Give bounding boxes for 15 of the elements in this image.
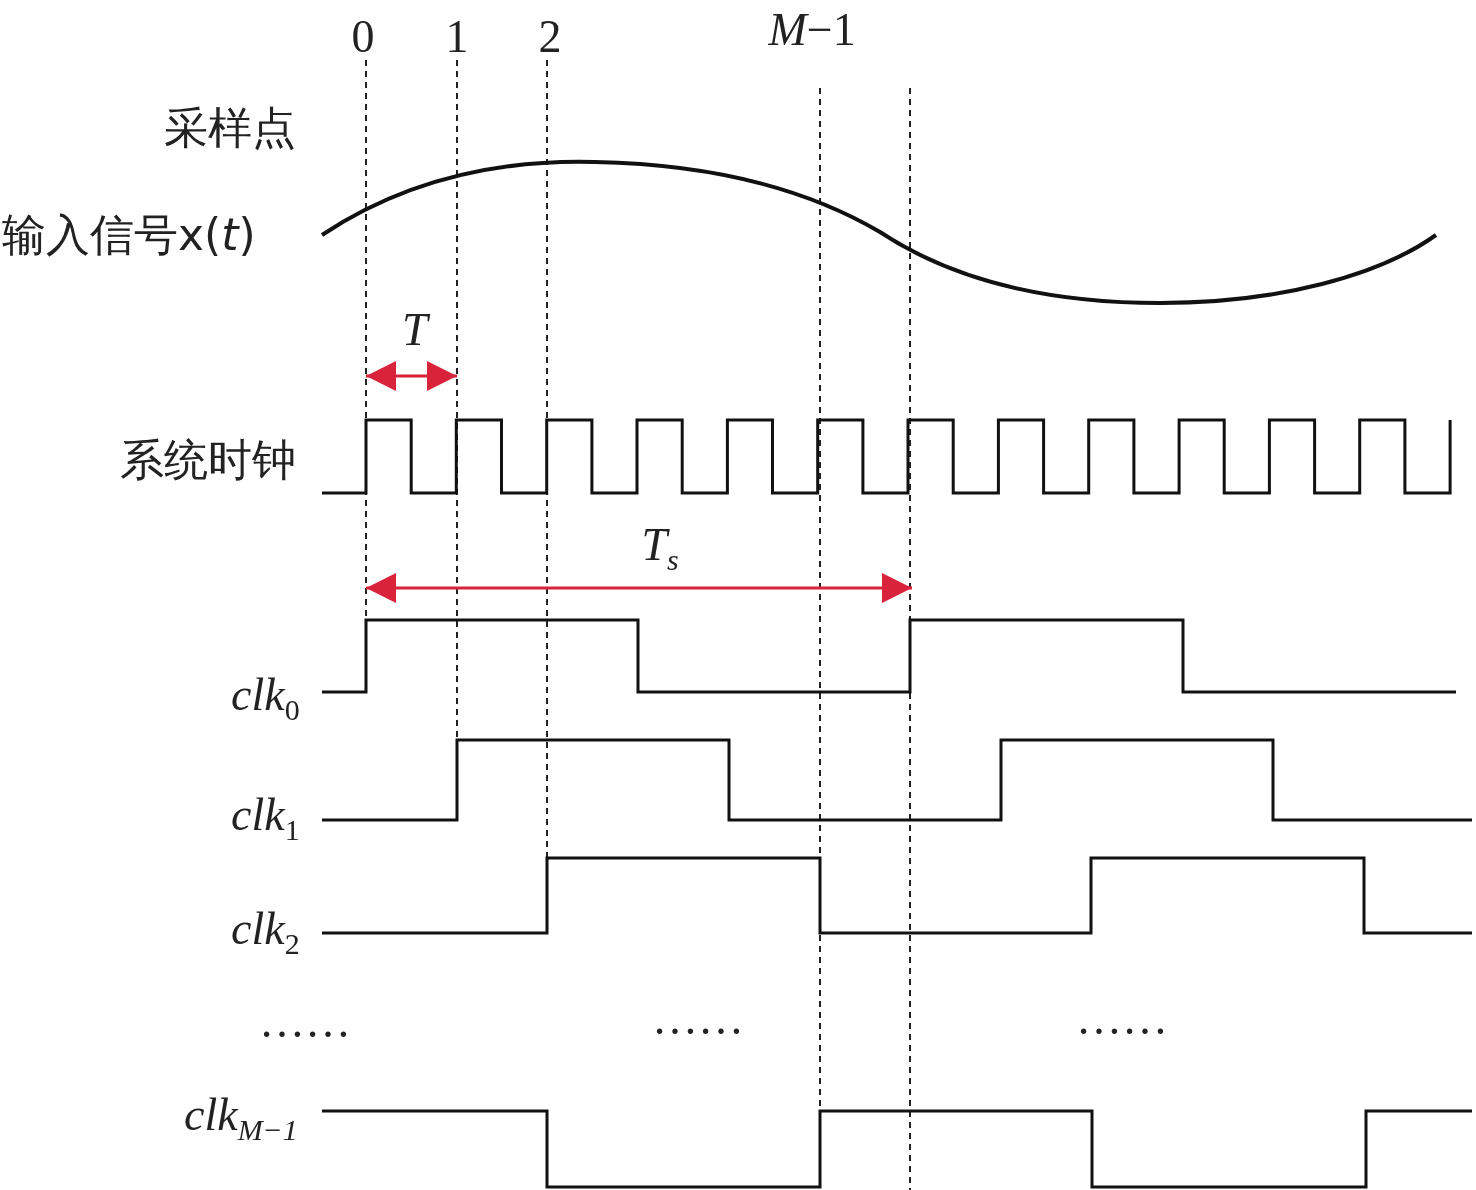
ellipsis: …… [259, 999, 351, 1045]
signal-label: clk$_{2}$ [231, 905, 300, 959]
period-label: T$_{s}$ [641, 521, 679, 575]
signal-label: 系统时钟 [120, 438, 296, 482]
tick-label: M−1 [768, 7, 856, 53]
tick-label: 0 [351, 14, 375, 60]
tick-label: 2 [538, 14, 562, 60]
tick-label: 1 [445, 14, 469, 60]
signal-label: clk$_{1}$ [231, 791, 300, 845]
ellipsis: …… [652, 996, 744, 1042]
signal-label: clk$_{M−1}$ [184, 1091, 298, 1145]
signal-label: clk$_{0}$ [231, 671, 300, 725]
signal-label: 输入信号x(t) [2, 213, 256, 257]
signal-label: 采样点 [164, 106, 296, 150]
ellipsis: …… [1076, 996, 1168, 1042]
